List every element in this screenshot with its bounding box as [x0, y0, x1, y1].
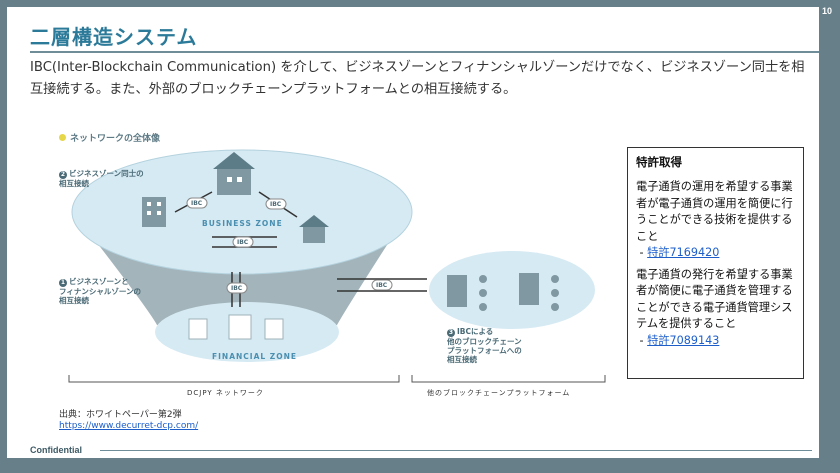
intro-text: IBC(Inter-Blockchain Communication) を介して… — [30, 60, 805, 97]
bullet-dot-icon — [59, 134, 66, 141]
slide: 二層構造システム IBC(Inter-Blockchain Communicat… — [7, 7, 819, 458]
business-zone-ellipse — [72, 150, 412, 274]
network-diagram — [68, 149, 606, 383]
ibc-label: IBC — [270, 201, 282, 208]
building-icons-other — [447, 273, 559, 311]
title-divider — [30, 51, 819, 53]
ibc-badges — [186, 197, 393, 294]
source-citation: 出典：ホワイトペーパー第2弾 https://www.decurret-dcp.… — [59, 410, 198, 432]
source-link[interactable]: https://www.decurret-dcp.com/ — [59, 421, 199, 431]
ibc-arrows — [174, 191, 427, 307]
ibc-label: IBC — [231, 285, 243, 292]
house-icon-right — [299, 215, 329, 243]
page-number: 10 — [821, 6, 832, 16]
building-icons-financial — [188, 314, 284, 340]
network-heading: ネットワークの全体像 — [59, 131, 160, 144]
patent-link-2[interactable]: 特許7089143 — [647, 333, 720, 347]
footer-divider — [100, 450, 812, 451]
ibc-label: IBC — [191, 200, 203, 207]
slide-title: 二層構造システム — [30, 25, 198, 49]
patent-item-2-ref: - 特許7089143 — [636, 333, 720, 347]
patent-link-1[interactable]: 特許7169420 — [647, 246, 720, 259]
patent-item-1-ref: - 特許7169420 — [636, 246, 720, 259]
patent-item-1-text: 電子通貨の運用を希望する事業者が電子通貨の運用を簡便に行うことができる技術を提供… — [636, 180, 793, 243]
house-icon-top — [213, 152, 255, 195]
ibc-label: IBC — [237, 239, 249, 246]
financial-zone-label: FINANCIAL ZONE — [212, 352, 297, 361]
patent-title: 特許取得 — [636, 155, 682, 169]
source-label: 出典：ホワイトペーパー第2弾 — [59, 410, 182, 420]
section-brackets — [68, 375, 606, 383]
ibc-label: IBC — [376, 282, 388, 289]
other-platform-label: 他のブロックチェーンプラットフォーム — [427, 389, 571, 397]
patent-item-2-text: 電子通貨の発行を希望する事業者が簡便に電子通貨を管理することができる電子通貨管理… — [636, 267, 793, 331]
business-zone-label: BUSINESS ZONE — [202, 219, 283, 228]
network-heading-label: ネットワークの全体像 — [70, 134, 161, 144]
confidential-label: Confidential — [30, 445, 82, 455]
dcjpy-network-label: DCJPY ネットワーク — [187, 389, 264, 397]
building-icon-left — [142, 197, 166, 227]
patent-box: 特許取得 電子通貨の運用を希望する事業者が電子通貨の運用を簡便に行うことができる… — [627, 147, 804, 379]
